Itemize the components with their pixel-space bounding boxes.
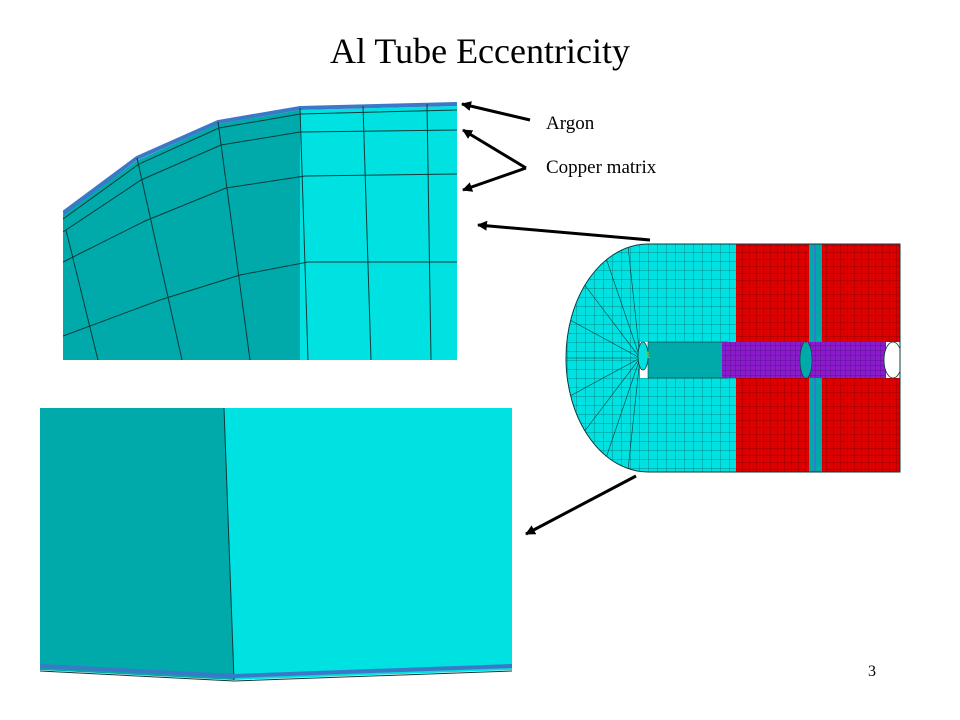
svg-text:1: 1 [645, 351, 651, 361]
zoom-view-bottom [39, 407, 513, 682]
copper-matrix-label: Copper matrix [546, 157, 657, 178]
slide-title: Al Tube Eccentricity [330, 31, 630, 71]
zoom-view-top [63, 100, 457, 360]
mesh-model-section: 1 [566, 244, 900, 472]
argon-label: Argon [546, 113, 595, 134]
arrow-copper-2 [462, 166, 527, 192]
arrow-zoom-top [477, 220, 651, 242]
arrow-argon [461, 101, 531, 122]
annotation-arrows [461, 101, 651, 536]
arrow-zoom-bottom [525, 474, 637, 536]
arrow-copper-1 [462, 128, 527, 170]
slide-number: 3 [868, 663, 876, 680]
mesh-model-outline [565, 243, 901, 473]
